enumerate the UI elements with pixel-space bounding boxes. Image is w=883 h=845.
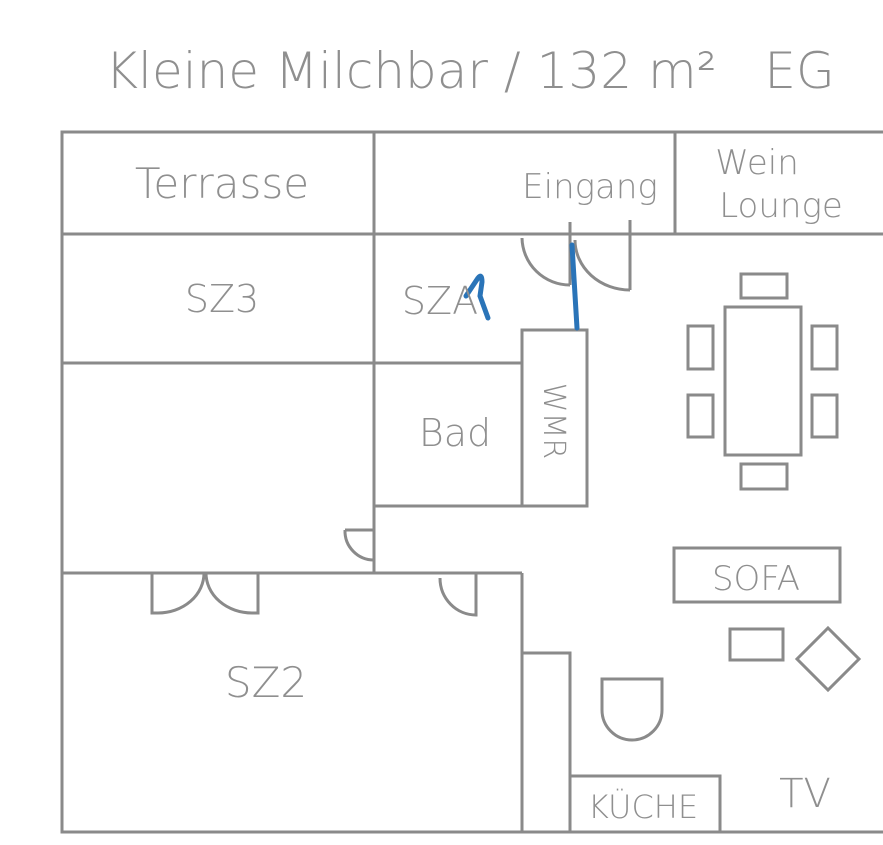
door-swing [150, 572, 206, 615]
door-swing [343, 528, 375, 562]
doors [150, 220, 632, 617]
kitchen-counter [568, 774, 722, 834]
chair [686, 324, 715, 371]
label-lounge: Lounge [719, 186, 843, 226]
door-swing [204, 572, 260, 615]
chair [739, 272, 789, 300]
outer-wall [60, 130, 883, 834]
door-swing [520, 237, 571, 287]
plan-title: Kleine Milchbar / 132 m² EG [105, 42, 834, 100]
label-eingang: Eingang [522, 167, 658, 207]
annotation-stroke [569, 242, 580, 331]
walls [60, 130, 883, 834]
label-terrasse: Terrasse [135, 159, 309, 208]
chair [810, 393, 839, 439]
label-sz2: SZ2 [225, 658, 307, 707]
kitchen-island [600, 677, 664, 742]
furniture [600, 272, 862, 742]
chair [686, 393, 715, 439]
dining-table [723, 305, 803, 457]
label-wmr: WMR [536, 383, 571, 459]
label-sz3: SZ3 [185, 277, 259, 321]
labels: Terrasse Eingang Wein Lounge SZ3 SZA Bad… [135, 143, 843, 826]
coffee-table [728, 627, 785, 662]
side-table [794, 625, 862, 693]
sofa [672, 546, 842, 604]
label-sz4: SZA [402, 279, 478, 323]
label-sofa: SOFA [712, 559, 800, 599]
label-kueche: KÜCHE [588, 788, 698, 826]
chair [810, 324, 839, 371]
chair [739, 462, 789, 491]
annotations [463, 242, 580, 331]
label-wein: Wein [715, 143, 799, 183]
wall [522, 651, 572, 832]
door-swing [438, 573, 478, 617]
door-swing [573, 239, 631, 292]
label-bad: Bad [419, 411, 491, 455]
annotation-stroke [463, 273, 491, 321]
label-tv: TV [779, 771, 831, 817]
